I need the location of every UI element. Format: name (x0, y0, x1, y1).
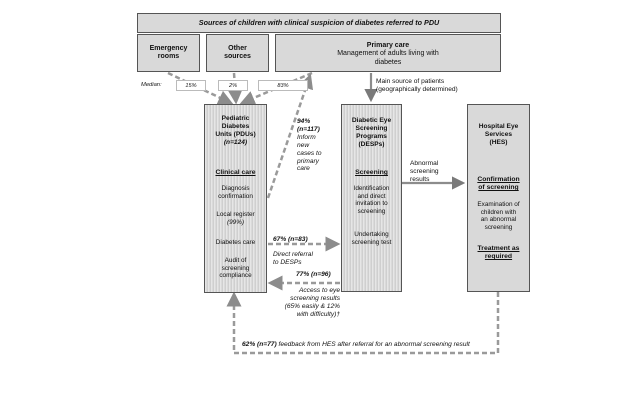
direct-stat: 67% (n=83) (273, 236, 308, 243)
median-other: 2% (218, 80, 248, 91)
direct-text-1: Direct referral (273, 251, 313, 258)
other-line-2: sources (224, 53, 251, 61)
hes-title-3: (HES) (489, 138, 508, 146)
emergency-line-2: rooms (157, 53, 180, 61)
desps-section: Screening (355, 169, 388, 176)
desps-ident-1: Identification (353, 185, 390, 192)
pdu-audit-1: Audit of (224, 257, 247, 264)
pdu-box: Pediatric Diabetes Units (PDUs) (n=124) … (204, 104, 267, 293)
hes-section2-2: required (484, 253, 513, 261)
access-label: Access to eye screening results (65% eas… (282, 287, 340, 319)
hes-exam-3: an abnormal (480, 216, 517, 224)
desps-ident-3: invitation to (355, 200, 388, 208)
desps-undertake-1: Undertaking (354, 231, 389, 238)
hes-section2-1: Treatment as (477, 245, 520, 252)
primary-care-sub-1: Management of adults living with (337, 50, 439, 58)
inform-text-3: cases to (297, 149, 322, 157)
inform-text-1: Inform (297, 133, 316, 141)
feedback-label: 62% (n=77) feedback from HES after refer… (240, 341, 472, 349)
inform-text-2: new (297, 141, 310, 149)
primary-care-title: Primary care (366, 42, 410, 49)
access-text-4: with difficulty)† (296, 310, 340, 318)
abnormal-line-2: screening (410, 167, 439, 175)
abnormal-label: Abnormal screening results (410, 160, 439, 184)
inform-text-4: primary (297, 157, 319, 165)
access-text-3: (65% easily & 12% (284, 302, 340, 310)
desps-title-2: Screening (355, 124, 388, 132)
median-emergency: 15% (176, 80, 206, 91)
access-text-1: Access to eye (298, 287, 340, 294)
main-source-label: Main source of patients (geographically … (376, 78, 458, 94)
pdu-register-pct: (99%) (226, 218, 245, 226)
inform-stat-2: (n=117) (297, 125, 320, 133)
hes-section1-2: of screening (478, 184, 519, 192)
inform-stat-1: 94% (297, 118, 311, 125)
hes-title-2: Services (484, 130, 513, 138)
pdu-diag-2: confirmation (218, 192, 253, 200)
pdu-n: (n=124) (223, 138, 248, 146)
inform-text-5: care (297, 165, 310, 173)
hes-exam-4: screening (484, 224, 513, 232)
main-source-line-2: (geographically determined) (376, 85, 458, 93)
feedback-text: feedback from HES after referral for an … (278, 341, 470, 348)
desps-title-3: Programs (356, 132, 387, 140)
pdu-audit-3: compliance (219, 272, 252, 280)
hes-section1-1: Confirmation (477, 176, 520, 183)
inform-label: 94% (n=117) Inform new cases to primary … (297, 118, 322, 173)
direct-label: Direct referral to DESPs (273, 251, 313, 267)
main-source-line-1: Main source of patients (376, 78, 445, 85)
desps-box: Diabetic Eye Screening Programs (DESPs) … (341, 104, 402, 292)
desps-ident-2: and direct (357, 192, 386, 200)
access-text-2: screening results (290, 294, 340, 302)
median-primary: 83% (258, 80, 308, 91)
sources-title-box: Sources of children with clinical suspic… (137, 13, 501, 33)
pdu-title-3: Units (PDUs) (215, 130, 256, 138)
pdu-title-1: Pediatric (221, 115, 250, 122)
hes-box: Hospital Eye Services (HES) Confirmation… (467, 104, 530, 292)
pdu-diag-1: Diagnosis (221, 185, 250, 192)
abnormal-line-3: results (410, 175, 430, 183)
primary-care-box: Primary care Management of adults living… (275, 34, 501, 72)
feedback-arrow (226, 291, 500, 355)
sources-title: Sources of children with clinical suspic… (198, 18, 440, 27)
pdu-title-2: Diabetes (221, 122, 250, 130)
feedback-stat: 62% (n=77) (242, 341, 277, 348)
other-sources-box: Other sources (206, 34, 269, 72)
hes-title-1: Hospital Eye (478, 123, 519, 130)
desps-title-4: (DESPs) (358, 140, 385, 148)
other-to-pdu-arrow (227, 72, 243, 105)
direct-text-2: to DESPs (273, 258, 302, 266)
pdu-register: Local register (216, 211, 255, 218)
pdu-section: Clinical care (215, 169, 256, 176)
other-line-1: Other (228, 45, 247, 52)
hes-exam-1: Examination of (477, 201, 520, 208)
abnormal-line-1: Abnormal (410, 160, 439, 167)
emergency-rooms-box: Emergency rooms (137, 34, 200, 72)
median-label: Median: (141, 82, 162, 88)
desps-undertake-2: screening test (351, 238, 392, 246)
pdu-care: Diabetes care (215, 239, 256, 246)
desps-ident-4: screening (357, 208, 386, 216)
access-stat: 77% (n=96) (296, 271, 331, 278)
primary-care-sub-2: diabetes (374, 58, 402, 66)
inform-primary-arrow (266, 73, 314, 199)
pdu-audit-2: screening (221, 264, 250, 272)
hes-exam-2: children with (480, 208, 517, 216)
desps-title-1: Diabetic Eye (351, 117, 392, 124)
emergency-line-1: Emergency (149, 45, 188, 52)
